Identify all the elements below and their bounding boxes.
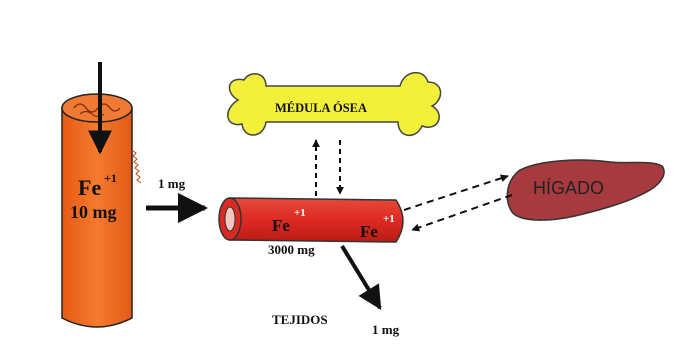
vessel-amount-label: 3000 mg [268, 242, 315, 257]
tissues-amount-label: 1 mg [372, 322, 400, 337]
gut-charge-label: +1 [104, 171, 117, 185]
vessel-charge-right: +1 [383, 213, 395, 225]
liver-to-vessel-arrow [412, 195, 512, 230]
vessel-ion-left: Fe [272, 216, 290, 235]
vessel-to-liver-arrow [404, 176, 508, 210]
gut-amount-label: 10 mg [70, 202, 117, 222]
vessel-ion-right: Fe [360, 222, 378, 241]
bone-marrow-label: MÉDULA ÓSEA [275, 101, 367, 115]
liver-label: HÍGADO [533, 178, 604, 198]
gut-ion-label: Fe [78, 175, 101, 200]
absorption-amount-label: 1 mg [158, 176, 186, 191]
tissues-label: TEJIDOS [272, 312, 328, 327]
tissues-arrow [342, 246, 380, 308]
vessel-charge-left: +1 [294, 207, 306, 219]
